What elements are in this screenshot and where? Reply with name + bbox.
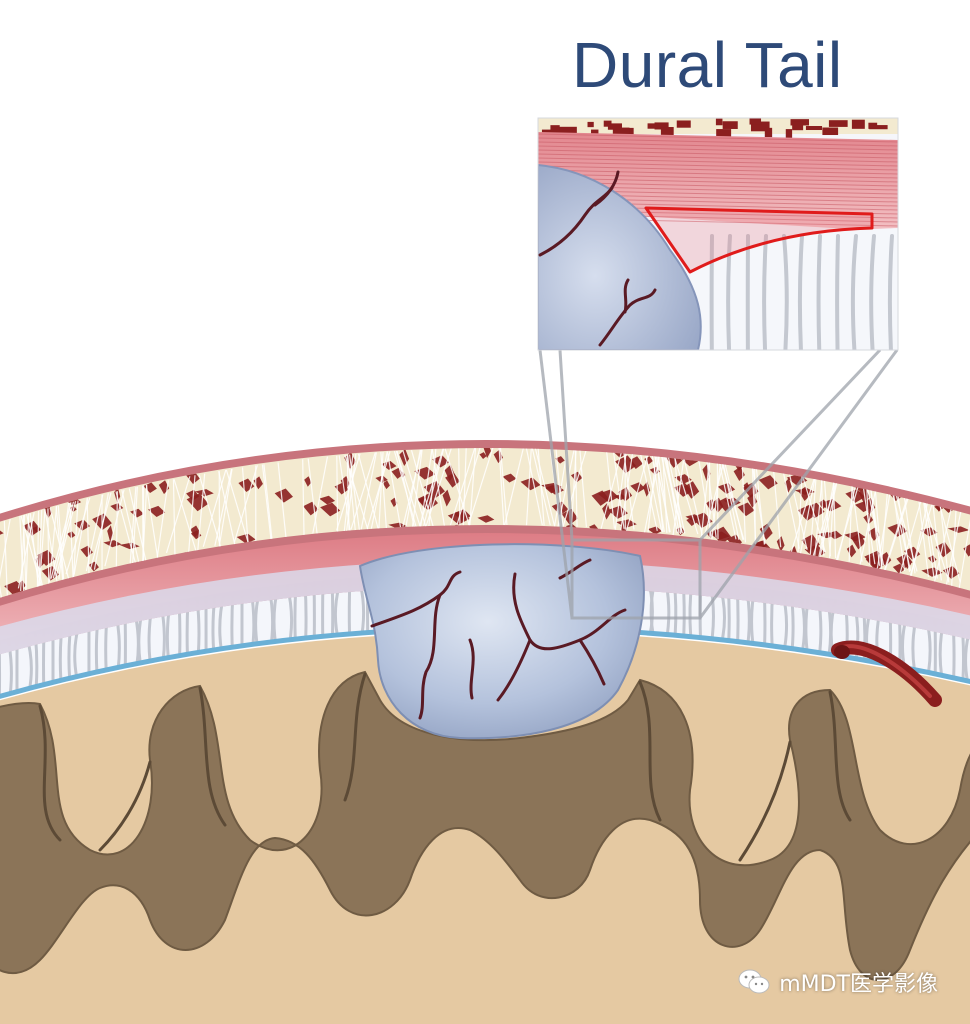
inset-bone-marrow: [541, 118, 888, 139]
cortical-gyri: [0, 670, 970, 981]
inset-tumor-vessels: [538, 170, 657, 347]
skull-bone: [0, 439, 970, 606]
zoom-inset: [537, 117, 899, 351]
figure-title: Dural Tail: [572, 29, 843, 101]
tumor-vessels: [370, 558, 627, 720]
wechat-icon: [738, 969, 770, 994]
magnification-lines: [538, 348, 899, 620]
dural-tail-outline: [644, 206, 874, 274]
dura-mater: [0, 524, 970, 655]
watermark-text: mMDT医学影像: [779, 972, 938, 997]
sulcal-lines: [38, 672, 852, 862]
cortical-vessel: [831, 640, 942, 707]
watermark: mMDT医学影像: [737, 966, 938, 998]
